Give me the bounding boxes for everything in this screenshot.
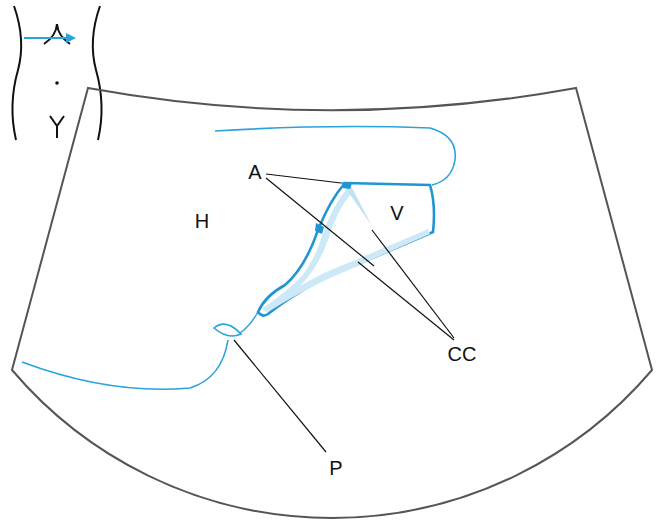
liver-outline [215, 127, 455, 185]
organ-label: H [195, 211, 209, 231]
part-label: P [329, 458, 342, 478]
organ-label: V [390, 203, 403, 223]
liver-outline [22, 340, 228, 389]
bile-duct [240, 312, 258, 333]
probe-arrow [24, 33, 76, 43]
part-label: CC [448, 344, 477, 364]
comet-tail [318, 226, 356, 258]
scan-sector [12, 88, 652, 518]
part-label: A [248, 162, 261, 182]
comet-tail [344, 186, 372, 226]
navel-dot [55, 81, 59, 85]
wall-echo [341, 182, 352, 189]
portal-vein [214, 324, 241, 336]
gallbladder-wall [258, 183, 434, 316]
leader-lines [234, 174, 454, 452]
wall-band [262, 187, 352, 312]
body-thumbnail [12, 6, 101, 140]
